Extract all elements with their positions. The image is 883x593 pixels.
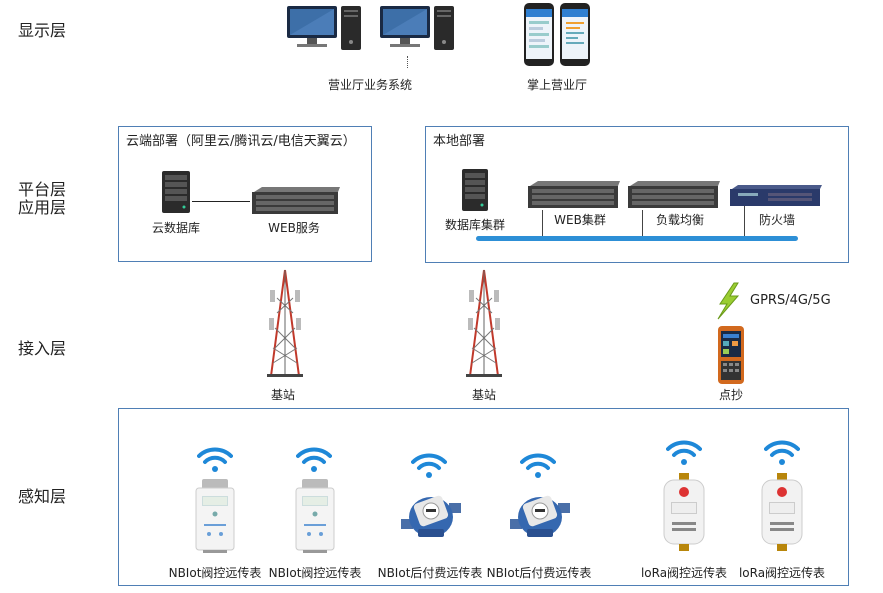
layer-label-perception: 感知层 (18, 487, 67, 506)
rack-server-icon (626, 180, 722, 210)
nbiot-postpaid-meter-icon (509, 489, 571, 545)
rack-server-icon (526, 180, 622, 210)
firewall-label: 防火墙 (758, 213, 796, 227)
meter-label: NBIot阀控远传表 (168, 566, 262, 580)
perception-box (118, 408, 849, 586)
desktop-computer-icon (378, 4, 458, 52)
business-system-label: 营业厅业务系统 (327, 78, 413, 92)
desktop-computer-icon (285, 4, 365, 52)
network-bus (476, 236, 798, 241)
cloud-database-label: 云数据库 (151, 221, 201, 235)
nbiot-valve-meter-icon (293, 478, 337, 554)
cloud-deployment-title: 云端部署（阿里云/腾讯云/电信天翼云） (126, 134, 356, 149)
layer-label-access: 接入层 (18, 339, 67, 358)
layer-label-display: 显示层 (18, 21, 67, 40)
wifi-icon (520, 453, 556, 479)
web-cluster-label: WEB集群 (554, 213, 606, 227)
cell-tower-icon (265, 268, 305, 378)
layer-label-platform: 平台层 (18, 180, 67, 199)
handheld-terminal-icon (716, 325, 746, 385)
base-station-label: 基站 (270, 388, 296, 402)
wifi-icon (666, 440, 702, 466)
connector-line (542, 210, 543, 238)
firewall-device-icon (728, 184, 824, 208)
wifi-icon (296, 447, 332, 473)
wifi-icon (764, 440, 800, 466)
connector-line (642, 210, 643, 238)
wifi-icon (197, 447, 233, 473)
rack-server-icon (250, 186, 342, 216)
load-balance-label: 负载均衡 (655, 213, 705, 227)
handheld-label: 点抄 (718, 388, 744, 402)
smartphone-icon (522, 2, 594, 68)
cell-tower-icon (464, 268, 504, 378)
connector-line (744, 206, 745, 238)
connection-line (192, 201, 250, 202)
db-cluster-label: 数据库集群 (444, 218, 506, 232)
lora-valve-meter-icon (661, 472, 707, 552)
mobile-hall-label: 掌上营业厅 (526, 78, 588, 92)
meter-label: loRa阀控远传表 (738, 566, 826, 580)
meter-label: NBIot后付费远传表 (486, 566, 592, 580)
lightning-icon (712, 282, 742, 320)
lora-valve-meter-icon (759, 472, 805, 552)
nbiot-valve-meter-icon (193, 478, 237, 554)
nbiot-postpaid-meter-icon (400, 489, 462, 545)
network-type-label: GPRS/4G/5G (750, 293, 831, 308)
connector-line (407, 56, 409, 68)
tower-server-icon (460, 168, 490, 212)
layer-label-application: 应用层 (18, 198, 67, 217)
wifi-icon (411, 453, 447, 479)
base-station-label: 基站 (471, 388, 497, 402)
web-service-label: WEB服务 (268, 221, 320, 235)
meter-label: NBIot后付费远传表 (377, 566, 483, 580)
local-deployment-title: 本地部署 (433, 134, 486, 149)
tower-server-icon (160, 170, 192, 214)
meter-label: NBIot阀控远传表 (268, 566, 362, 580)
meter-label: loRa阀控远传表 (640, 566, 728, 580)
